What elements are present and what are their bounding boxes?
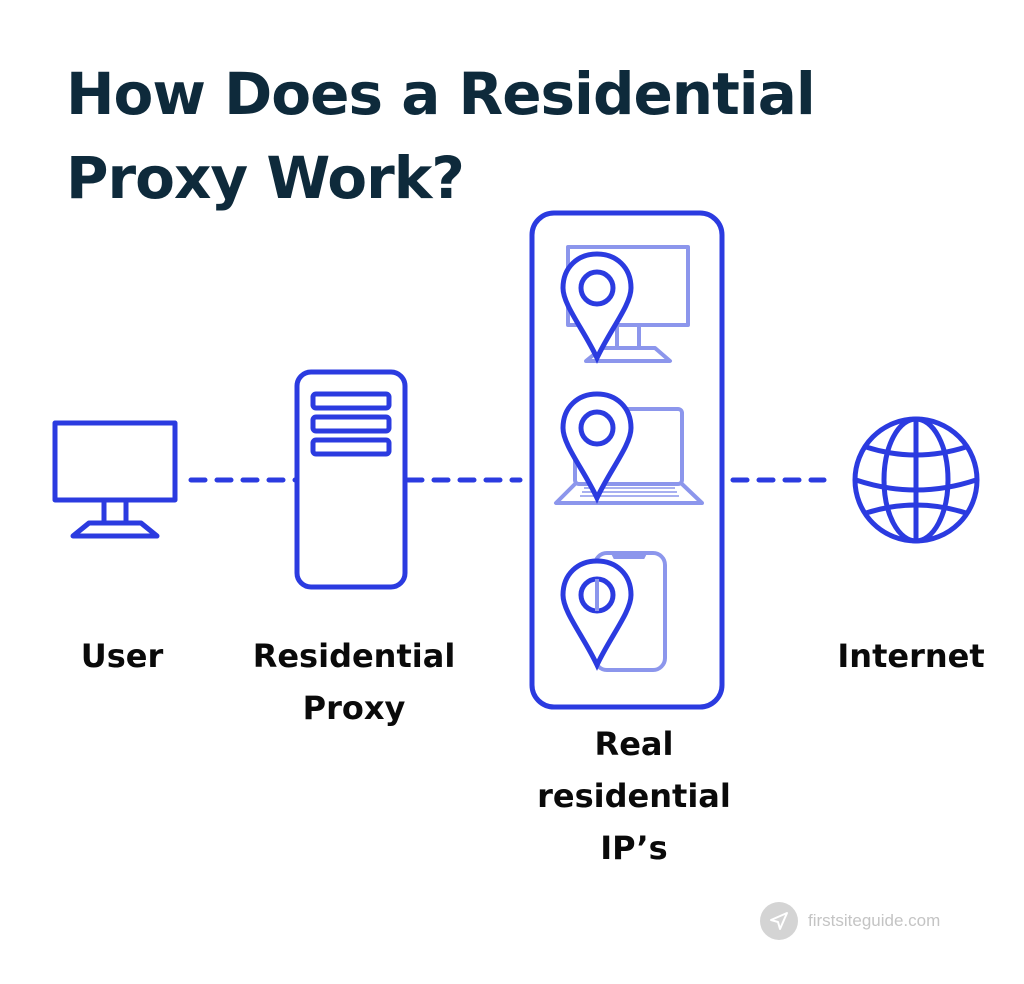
desktop-monitor-icon xyxy=(52,420,178,539)
watermark-text: firstsiteguide.com xyxy=(808,911,941,930)
paper-plane-icon xyxy=(760,902,798,940)
title-line-1: How Does a Residential xyxy=(66,60,816,128)
globe-icon xyxy=(852,416,980,544)
watermark: firstsiteguide.com xyxy=(760,902,940,940)
location-pin-icon xyxy=(560,251,634,364)
location-pin-icon xyxy=(560,391,634,504)
page-title: How Does a Residential Proxy Work? xyxy=(66,52,816,220)
server-tower-icon xyxy=(294,369,408,590)
label-residential-proxy: Residential Proxy xyxy=(252,637,456,727)
location-pin-icon xyxy=(560,558,634,671)
title-line-2: Proxy Work? xyxy=(66,144,465,212)
label-internet: Internet xyxy=(837,637,985,675)
label-user: User xyxy=(80,637,164,675)
residential-ips-container xyxy=(529,210,725,710)
label-real-residential-ips: Real residential IP’s xyxy=(537,725,731,867)
